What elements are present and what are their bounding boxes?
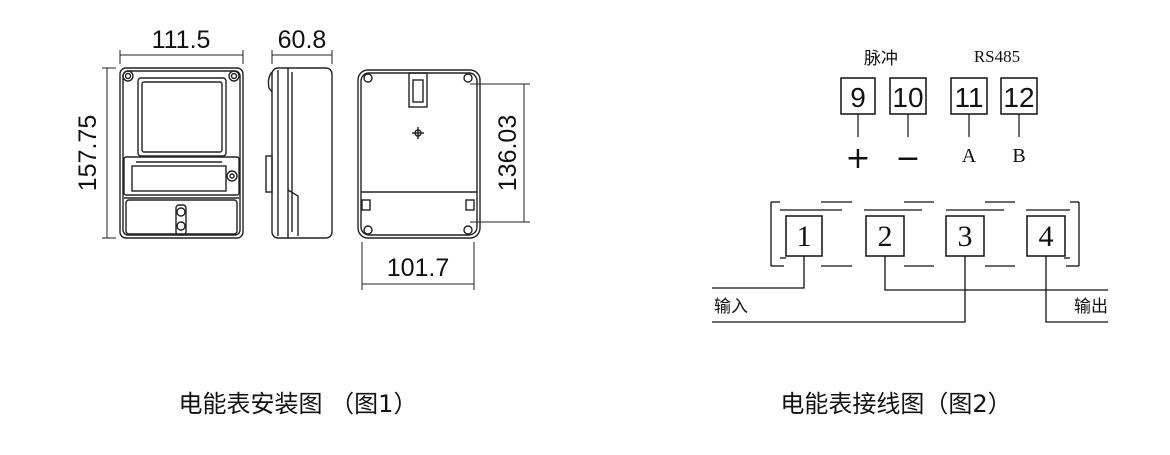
- label-rs485: RS485: [974, 47, 1020, 66]
- wire-2-to-output: [884, 256, 1108, 291]
- wiring-diagram: 脉冲 RS485 9 + 10 − 11 A 12 B: [712, 47, 1108, 323]
- dim-height-total: 157.75: [74, 115, 102, 191]
- dimension-lines: [102, 50, 530, 290]
- wiring-lines: [712, 256, 1108, 323]
- aux-terminal-10-sign: −: [895, 141, 920, 176]
- wire-4-to-output: [1045, 256, 1108, 323]
- aux-terminal-11-sign: A: [962, 145, 977, 167]
- main-terminal-2: 2: [865, 215, 905, 257]
- meter-front-view: [119, 67, 244, 239]
- aux-terminal-9-number: 9: [850, 82, 866, 113]
- dim-depth-side: 60.8: [278, 26, 327, 54]
- label-input: 输入: [714, 297, 748, 317]
- aux-terminal-9-sign: +: [845, 141, 870, 176]
- aux-terminal-12: 12 B: [1000, 77, 1038, 167]
- dim-height-mount: 136.03: [494, 115, 522, 191]
- main-terminal-3: 3: [945, 215, 985, 257]
- aux-terminal-11-number: 11: [954, 82, 983, 113]
- figure1-caption: 电能表安装图 （图1）: [179, 390, 418, 418]
- dim-width-front: 111.5: [152, 26, 211, 54]
- aux-terminal-10: 10 −: [889, 77, 927, 176]
- aux-terminal-10-number: 10: [892, 82, 923, 113]
- aux-terminal-12-sign: B: [1012, 145, 1025, 167]
- wire-input-to-3: [712, 256, 966, 323]
- aux-terminal-12-number: 12: [1003, 82, 1034, 113]
- main-terminal-1-number: 1: [797, 220, 812, 253]
- label-pulse: 脉冲: [864, 49, 898, 69]
- aux-terminal-9: 9 +: [840, 77, 876, 176]
- meter-side-view: [265, 67, 333, 239]
- installation-drawing: [102, 50, 530, 290]
- main-terminal-1: 1: [785, 215, 823, 257]
- wire-input-to-1: [712, 256, 805, 289]
- main-terminal-3-number: 3: [958, 220, 973, 253]
- figure2-caption: 电能表接线图（图2）: [780, 390, 1011, 418]
- main-terminal-2-number: 2: [878, 220, 893, 253]
- terminal-block: [770, 201, 1080, 267]
- dim-width-mount: 101.7: [387, 254, 450, 282]
- label-output: 输出: [1074, 297, 1108, 317]
- meter-back-view: [357, 69, 481, 239]
- aux-terminal-11: 11 A: [950, 77, 988, 167]
- main-terminal-4: 4: [1026, 215, 1066, 257]
- main-terminal-4-number: 4: [1039, 220, 1054, 253]
